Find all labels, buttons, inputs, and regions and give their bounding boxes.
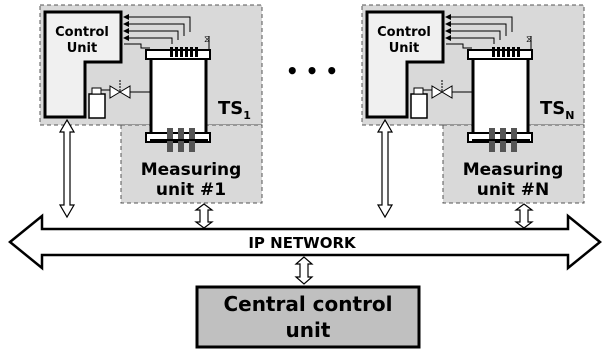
control-unit-label-line2: Unit [389,41,419,56]
ts-label: TS1 [218,98,251,122]
ip-network-label: IP NETWORK [248,234,357,252]
control-unit-box [365,10,445,119]
link-control-unit-n [376,118,394,219]
valve-top-icon: ⧖ [204,35,210,45]
control-unit-label-line2: Unit [67,41,97,56]
measuring-unit-line2: unit #N [477,180,550,200]
measuring-unit-line1: Measuring [463,160,564,180]
test-vessel [471,56,530,136]
test-vessel [149,56,208,136]
link-measuring-unit-n [514,203,534,229]
ts-label: TSN [540,98,574,122]
central-control-unit-box [195,285,421,349]
test-station-n: Control Unit ⧖ TSN Measuring unit #N [361,4,585,204]
link-control-unit-1 [58,118,76,219]
test-station-1: Control Unit ⧖ TS1 Measuring unit #1 [39,4,263,204]
control-unit-label-line1: Control [55,25,109,40]
measuring-unit-line2: unit #1 [156,180,226,200]
central-control-unit-line2: unit [286,318,331,342]
control-unit-box [43,10,123,119]
valve-top-icon: ⧖ [526,35,532,45]
link-measuring-unit-1 [194,203,214,229]
valve-icon [431,85,443,99]
pump-icon [88,93,106,119]
control-unit-label-line1: Control [377,25,431,40]
link-central-unit [294,256,314,285]
measuring-unit-line1: Measuring [141,160,242,180]
valve-icon [109,85,121,99]
central-control-unit-line1: Central control [223,292,392,316]
ip-network-arrow [8,213,602,271]
ellipsis: • • • [286,59,338,83]
pump-icon [410,93,428,119]
